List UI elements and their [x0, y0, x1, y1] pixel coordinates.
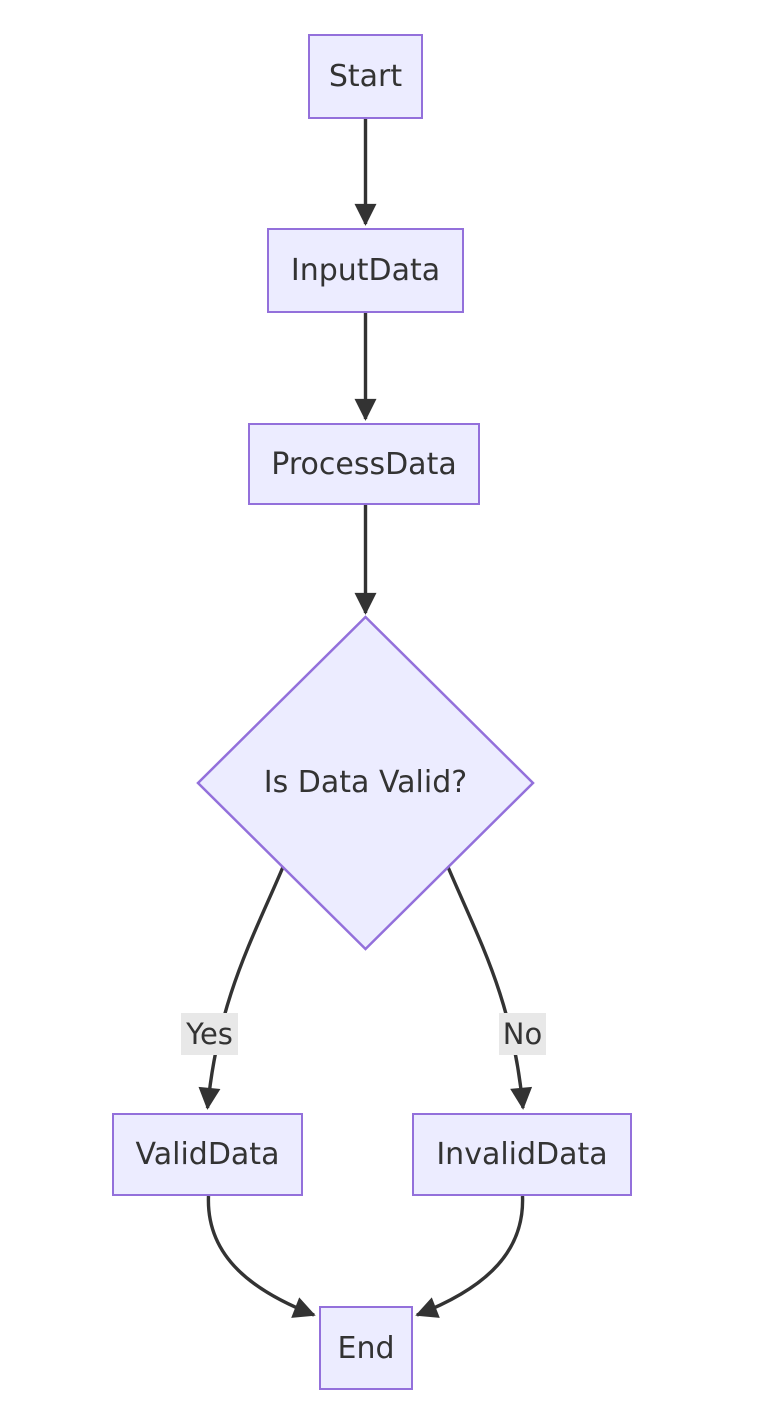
node-invaliddata-label: InvalidData — [436, 1137, 608, 1172]
edge-decision-invalid — [446, 866, 533, 1110]
edge-invalid-end — [415, 1195, 525, 1318]
node-inputdata: InputData — [267, 228, 464, 313]
node-validdata: ValidData — [112, 1113, 303, 1196]
node-start: Start — [308, 34, 423, 119]
node-end-label: End — [337, 1330, 395, 1366]
node-validdata-label: ValidData — [135, 1137, 280, 1172]
edge-valid-end — [206, 1195, 316, 1318]
node-processdata-label: ProcessData — [271, 446, 457, 482]
node-invaliddata: InvalidData — [412, 1113, 632, 1196]
node-start-label: Start — [328, 59, 403, 94]
node-inputdata-label: InputData — [290, 253, 441, 288]
edge-decision-valid — [198, 866, 285, 1110]
node-processdata: ProcessData — [248, 423, 480, 505]
edge-label-yes: Yes — [181, 1013, 238, 1055]
node-decision-diamond — [196, 615, 535, 951]
edge-label-no: No — [499, 1013, 546, 1055]
node-decision-label: Is Data Valid? — [263, 765, 468, 800]
node-end: End — [319, 1306, 413, 1390]
